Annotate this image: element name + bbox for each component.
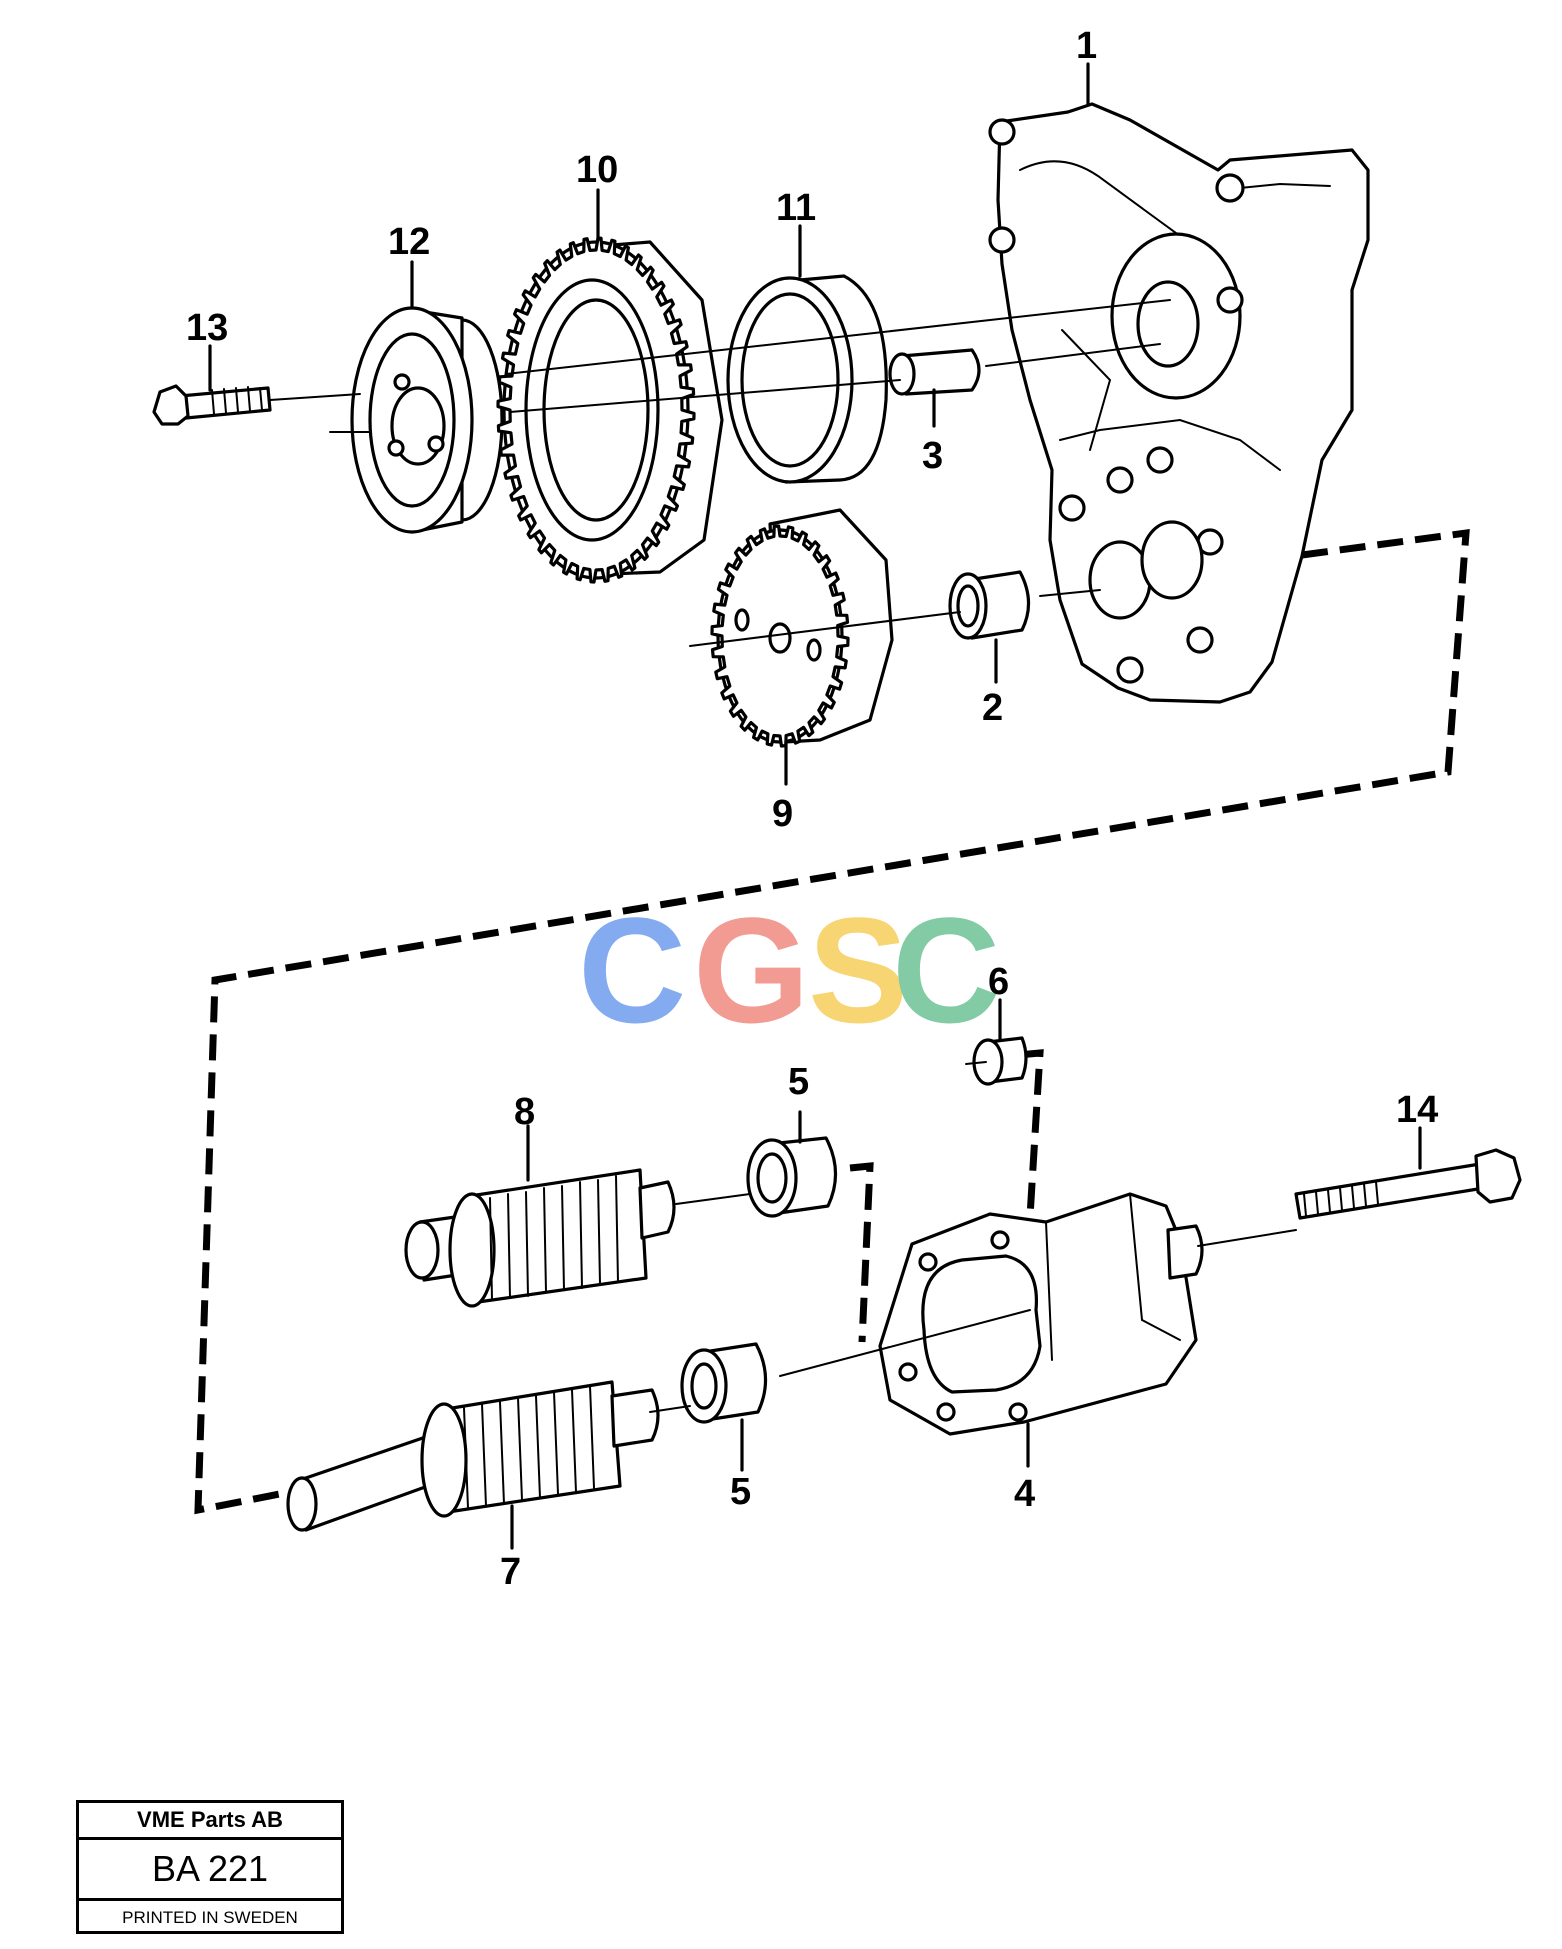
- callout-numbers: 1 2 3 4 5 5 6 7 8 9 10 11 12 13 14: [186, 25, 1438, 1593]
- callout-2: 2: [982, 687, 1003, 729]
- crankshaft-gear: [496, 236, 724, 584]
- callout-1: 1: [1076, 25, 1097, 67]
- callout-5-upper: 5: [788, 1061, 809, 1103]
- callout-6: 6: [988, 961, 1009, 1003]
- pump-rotor-drive: [286, 1380, 660, 1532]
- watermark-letter-s: S: [808, 886, 908, 1054]
- gear-housing-cover: [988, 102, 1370, 704]
- bushing: [948, 570, 1031, 640]
- callout-13: 13: [186, 307, 228, 349]
- callout-3: 3: [922, 435, 943, 477]
- dowel-pin: [888, 348, 981, 396]
- callout-9: 9: [772, 793, 793, 835]
- pump-drive-gear: [710, 508, 894, 748]
- title-block: VME Parts AB BA 221 PRINTED IN SWEDEN: [76, 1800, 344, 1934]
- watermark-letter-g: G: [693, 886, 810, 1054]
- callout-12: 12: [388, 221, 430, 263]
- drawing-code: BA 221: [79, 1840, 341, 1901]
- callout-11: 11: [776, 187, 816, 229]
- callout-8: 8: [514, 1091, 535, 1133]
- hex-bolt-long: [1294, 1148, 1522, 1220]
- pump-rotor-driven: [404, 1168, 676, 1308]
- cgsc-watermark: C G S C: [578, 886, 1000, 1054]
- callout-leader-lines: [208, 62, 1422, 1550]
- callout-14: 14: [1396, 1089, 1438, 1131]
- printed-note: PRINTED IN SWEDEN: [122, 1908, 298, 1927]
- callout-10: 10: [576, 149, 618, 191]
- small-bushing: [972, 1036, 1028, 1086]
- callout-7: 7: [500, 1551, 521, 1593]
- gear9-tooth-ring: [710, 524, 850, 748]
- sealing-ring: [726, 274, 888, 484]
- callout-5-lower: 5: [730, 1471, 751, 1513]
- pulley-hub: [350, 306, 504, 534]
- bushing-upper: [746, 1136, 838, 1218]
- bushing-lower: [680, 1342, 768, 1424]
- gear10-tooth-ring: [496, 236, 696, 584]
- pump-housing: [878, 1192, 1204, 1436]
- hex-bolt-upper: [152, 384, 272, 426]
- watermark-letter-c2: C: [892, 886, 1000, 1054]
- company-name: VME Parts AB: [79, 1803, 341, 1840]
- assembly-axis-lines: [269, 299, 1297, 1413]
- callout-4: 4: [1014, 1473, 1035, 1515]
